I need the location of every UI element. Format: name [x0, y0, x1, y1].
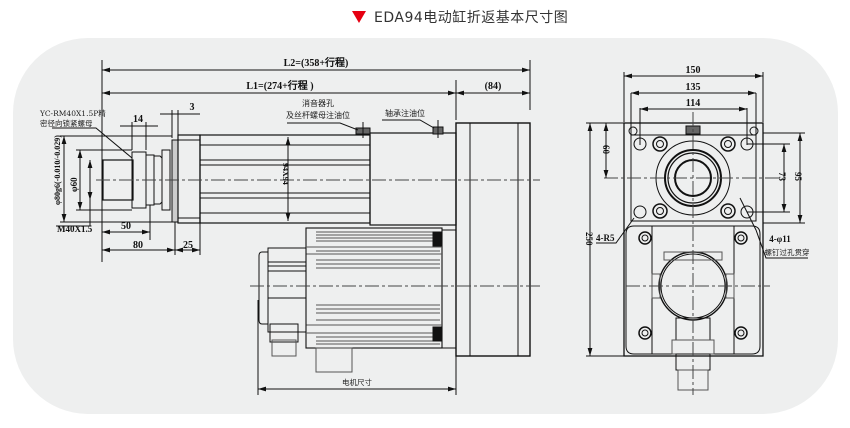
end-view-labels: 150 135 114 60 73 95 250 4-R5 4-φ11 螺钉过孔…	[584, 65, 810, 257]
nut-note-line1: YC-RM40X1.5P精	[39, 108, 106, 118]
label-3: 3	[190, 102, 195, 113]
label-94x94: 94X94	[281, 163, 290, 185]
label-thread: M40X1.5	[57, 224, 93, 234]
label-phi60: φ60	[69, 177, 79, 192]
label-L1: L1=(274+行程 )	[246, 79, 313, 92]
label-95: 95	[793, 172, 803, 182]
nut-note-line2: 密径向锁紧螺母	[40, 118, 93, 128]
label-4-R5: 4-R5	[596, 233, 615, 243]
oil-note-line1: 消音器孔	[302, 98, 334, 108]
red-down-triangle-icon	[352, 11, 366, 23]
bearing-oil-note: 轴承注油位	[385, 108, 425, 118]
label-14: 14	[133, 114, 143, 125]
label-135: 135	[686, 82, 701, 93]
label-84: (84)	[485, 81, 502, 92]
holes-note: 螺钉过孔贯穿	[765, 247, 810, 257]
end-view	[586, 72, 808, 395]
label-motor-size: 电机尺寸	[342, 377, 372, 387]
label-73: 73	[777, 172, 787, 182]
label-114: 114	[686, 98, 700, 109]
label-L2: L2=(358+行程)	[284, 56, 349, 69]
label-4-phi11: 4-φ11	[769, 234, 791, 244]
label-80: 80	[133, 240, 143, 251]
label-250: 250	[584, 232, 594, 246]
label-60: 60	[601, 145, 611, 155]
label-50: 50	[121, 221, 131, 232]
label-25: 25	[183, 240, 193, 251]
page-header: EDA94电动缸折返基本尺寸图	[352, 6, 568, 28]
page-title: EDA94电动缸折返基本尺寸图	[374, 10, 569, 26]
side-view	[52, 60, 540, 395]
oil-note-line2: 及丝杆螺母注油位	[286, 110, 350, 120]
side-view-labels: L2=(358+行程) L1=(274+行程 ) (84) 14 3 YC-RM…	[39, 56, 501, 387]
label-150: 150	[686, 65, 701, 76]
label-phi80: φ80g6(-0.010/-0.029)	[53, 135, 62, 205]
